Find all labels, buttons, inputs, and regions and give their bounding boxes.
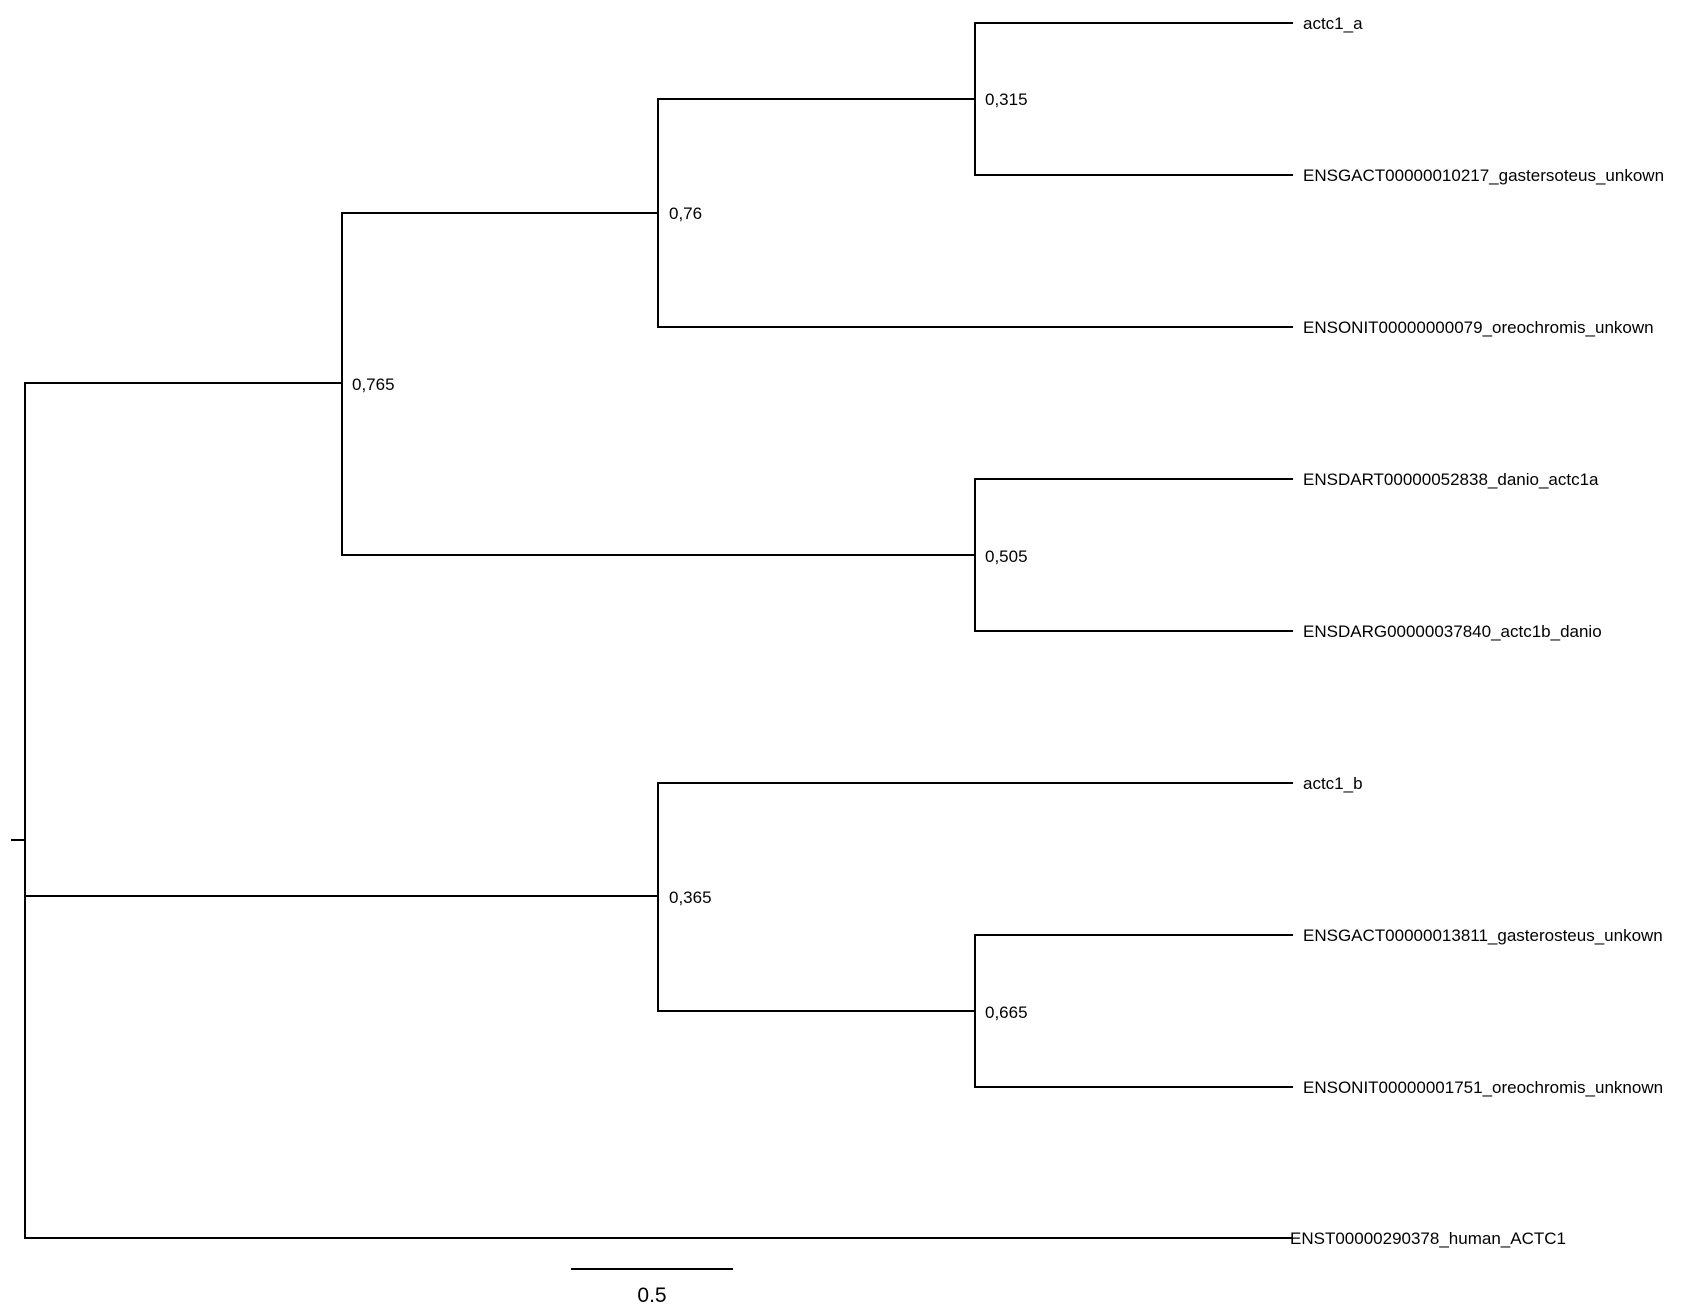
tip-label: ENSONIT00000000079_oreochromis_unkown [1303, 318, 1654, 337]
tip-label: ENSGACT00000013811_gasterosteus_unkown [1303, 926, 1663, 945]
node-support-label: 0,365 [669, 888, 712, 907]
tip-label: actc1_b [1303, 774, 1363, 793]
scale-bar-label: 0.5 [637, 1284, 666, 1306]
tip-label: ENST00000290378_human_ACTC1 [1290, 1229, 1566, 1248]
node-support-label: 0,315 [985, 90, 1028, 109]
node-support-label: 0,765 [352, 375, 395, 394]
node-support-label: 0,665 [985, 1003, 1028, 1022]
tip-label: actc1_a [1303, 14, 1363, 33]
tip-label: ENSDART00000052838_danio_actc1a [1303, 470, 1599, 489]
tip-label: ENSDARG00000037840_actc1b_danio [1303, 622, 1602, 641]
tip-label: ENSONIT00000001751_oreochromis_unknown [1303, 1078, 1663, 1097]
node-support-label: 0,505 [985, 547, 1028, 566]
tip-label: ENSGACT00000010217_gastersoteus_unkown [1303, 166, 1664, 185]
node-support-label: 0,76 [669, 204, 702, 223]
